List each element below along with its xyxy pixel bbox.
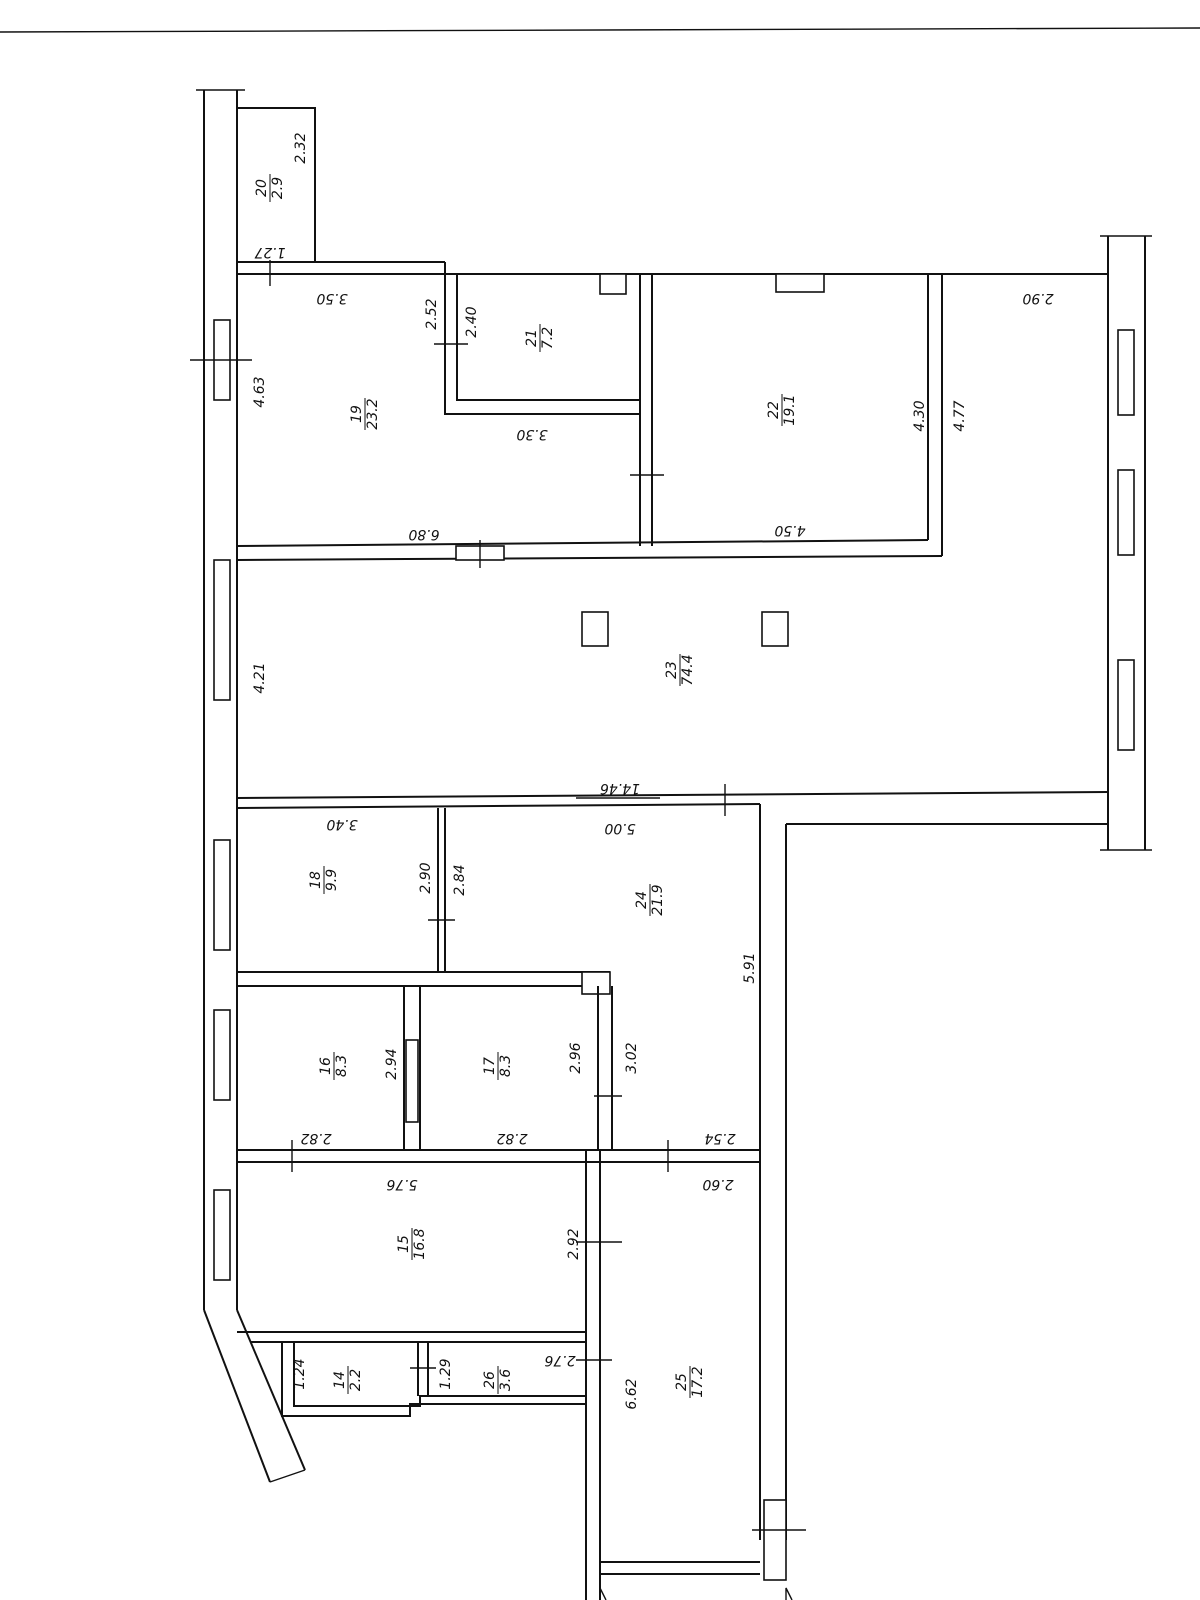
svg-text:16: 16 — [318, 1057, 334, 1075]
dim-label: 2.96 — [568, 1042, 584, 1073]
dim-label: 3.40 — [326, 816, 357, 832]
svg-text:26: 26 — [482, 1371, 498, 1389]
dim-label: 2.90 — [1022, 290, 1053, 306]
svg-text:74.4: 74.4 — [680, 654, 696, 685]
room-label-24: 24 21.9 — [634, 884, 666, 916]
upper-block-walls — [236, 260, 1108, 568]
column — [761, 611, 789, 647]
svg-text:21: 21 — [524, 329, 540, 347]
room-label-19: 19 23.2 — [349, 398, 381, 430]
svg-text:3.6: 3.6 — [498, 1369, 514, 1391]
dim-label: 5.76 — [386, 1176, 417, 1192]
svg-text:23: 23 — [664, 661, 680, 679]
dim-label: 4.21 — [252, 662, 268, 693]
svg-text:17: 17 — [482, 1057, 498, 1075]
room-label-16: 16 8.3 — [318, 1052, 350, 1080]
room-label-17: 17 8.3 — [482, 1052, 514, 1080]
dim-label: 2.52 — [424, 298, 440, 329]
dim-label: 2.84 — [452, 864, 468, 895]
dim-label: 1.27 — [254, 244, 285, 260]
room-label-26: 26 3.6 — [482, 1366, 514, 1394]
outer-wall-right — [1100, 235, 1152, 851]
dim-label: 5.91 — [742, 952, 758, 983]
room-label-23: 23 74.4 — [664, 654, 696, 686]
svg-text:22: 22 — [766, 401, 782, 419]
room-label-25: 25 17.2 — [674, 1366, 706, 1398]
svg-text:23.2: 23.2 — [365, 398, 381, 429]
svg-text:7.2: 7.2 — [540, 327, 556, 349]
svg-text:16.8: 16.8 — [412, 1228, 428, 1259]
dim-label: 6.62 — [624, 1378, 640, 1409]
dim-label: 4.77 — [952, 400, 968, 431]
svg-text:14: 14 — [332, 1371, 348, 1389]
room-label-18: 18 9.9 — [308, 866, 340, 894]
rooms-16-17-walls — [237, 986, 760, 1172]
dim-label: 1.29 — [438, 1358, 454, 1389]
dim-label: 2.54 — [704, 1130, 735, 1146]
dim-label: 3.02 — [624, 1042, 640, 1073]
dimension-labels: 2.32 1.27 3.50 2.52 2.40 4.63 3.30 6.80 … — [252, 132, 1054, 1409]
lower-block-walls — [237, 1150, 806, 1600]
svg-text:21.9: 21.9 — [650, 884, 666, 915]
svg-text:19: 19 — [349, 405, 365, 423]
dim-label: 3.50 — [316, 290, 347, 306]
dim-label: 2.40 — [464, 306, 480, 337]
page-top-edge — [0, 27, 1200, 33]
room-labels: 20 2.9 19 23.2 21 7.2 22 19.1 23 74.4 18… — [254, 174, 798, 1398]
dim-label: 2.94 — [384, 1048, 400, 1079]
column — [581, 611, 609, 647]
middle-block-walls — [237, 808, 611, 995]
dim-label: 3.30 — [516, 426, 547, 442]
dim-label: 4.50 — [774, 522, 805, 538]
dim-label: 14.46 — [600, 780, 640, 796]
svg-text:8.3: 8.3 — [498, 1055, 514, 1077]
room-label-20: 20 2.9 — [254, 174, 286, 202]
dim-label: 4.30 — [912, 400, 928, 431]
room-label-15: 15 16.8 — [396, 1228, 428, 1260]
room-label-14: 14 2.2 — [332, 1366, 364, 1394]
svg-text:2.9: 2.9 — [270, 177, 286, 199]
svg-text:18: 18 — [308, 871, 324, 889]
svg-text:15: 15 — [396, 1235, 412, 1253]
dim-label: 2.92 — [566, 1228, 582, 1259]
dim-label: 2.76 — [544, 1352, 575, 1368]
dim-label: 2.82 — [496, 1130, 527, 1146]
dim-label: 6.80 — [408, 526, 439, 542]
room-label-22: 22 19.1 — [766, 394, 798, 426]
svg-text:25: 25 — [674, 1373, 690, 1391]
svg-text:20: 20 — [254, 179, 270, 197]
outer-wall-left — [190, 89, 306, 1483]
dim-label: 2.82 — [300, 1130, 331, 1146]
dim-label: 2.32 — [293, 132, 309, 163]
svg-text:19.1: 19.1 — [782, 394, 798, 425]
svg-text:9.9: 9.9 — [324, 869, 340, 891]
room-23-walls — [236, 611, 1109, 1540]
svg-text:8.3: 8.3 — [334, 1055, 350, 1077]
dim-label: 5.00 — [604, 820, 635, 836]
dim-label: 2.60 — [702, 1176, 733, 1192]
room-label-21: 21 7.2 — [524, 324, 556, 352]
dim-label: 4.63 — [252, 376, 268, 407]
svg-text:2.2: 2.2 — [348, 1369, 364, 1391]
dim-label: 1.24 — [292, 1358, 308, 1389]
room-20-walls — [237, 107, 445, 275]
svg-text:17.2: 17.2 — [690, 1366, 706, 1397]
svg-text:24: 24 — [634, 891, 650, 909]
dim-label: 2.90 — [418, 862, 434, 893]
